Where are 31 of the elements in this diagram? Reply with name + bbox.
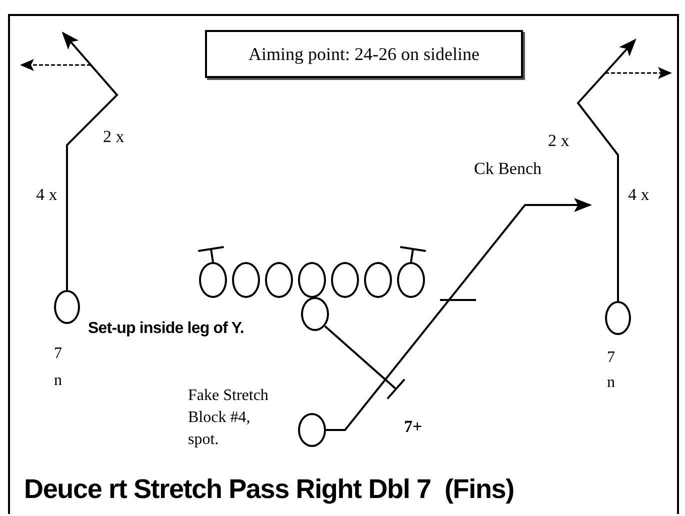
player-circle (364, 262, 392, 298)
route-arrow (326, 198, 592, 431)
player-circle (54, 290, 80, 324)
block-line (324, 326, 406, 400)
player-circle (199, 262, 227, 298)
player-circle (298, 413, 326, 447)
player-circle (298, 262, 326, 298)
route-arrow (62, 32, 118, 290)
player-circle (265, 262, 293, 298)
route-arrow (576, 38, 636, 301)
note-box: Aiming point: 24-26 on sideline (205, 30, 523, 78)
play-label: 2 x (103, 128, 124, 145)
play-label: 2 x (548, 132, 570, 149)
block-line (399, 246, 427, 262)
play-label: 7+ (404, 418, 422, 435)
player-circle (301, 297, 329, 331)
play-title: Deuce rt Stretch Pass Right Dbl 7 (Fins) (24, 476, 514, 503)
player-circle (605, 301, 631, 335)
play-label: 4 x (628, 186, 650, 203)
player-note: 7 (54, 344, 62, 364)
play-label: Ck Bench (474, 160, 542, 177)
block-line (197, 246, 225, 262)
player-note: n (607, 373, 615, 393)
player-circle (397, 262, 425, 298)
player-note: n (54, 371, 62, 391)
player-note: 7 (607, 348, 615, 368)
play-label: 4 x (36, 186, 58, 203)
player-circle (232, 262, 260, 298)
play-label: Set-up inside leg of Y. (88, 321, 244, 337)
player-note: Fake Stretch Block #4, spot. (188, 386, 270, 450)
player-circle (331, 262, 359, 298)
